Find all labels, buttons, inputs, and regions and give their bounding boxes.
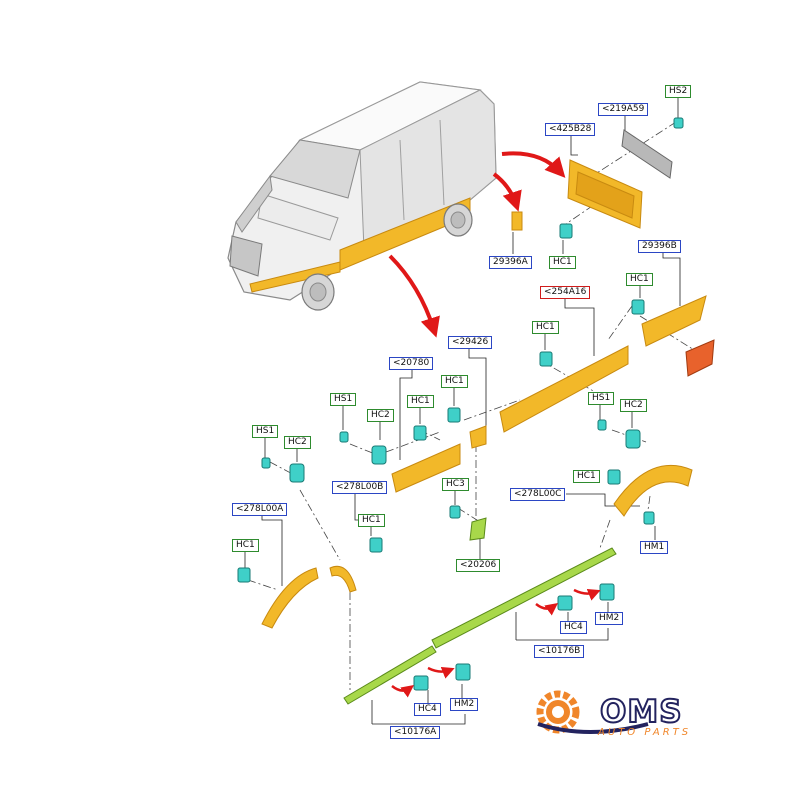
clip-icon bbox=[339, 431, 349, 443]
label-hc2-mid: HC2 bbox=[367, 409, 394, 422]
label-hc4-right: HC4 bbox=[560, 621, 587, 634]
gear-icon bbox=[536, 690, 649, 734]
label-hc3: HC3 bbox=[442, 478, 469, 491]
label-hs1-mid: HS1 bbox=[330, 393, 357, 406]
van-illustration bbox=[227, 81, 497, 311]
label-29426: <29426 bbox=[448, 336, 493, 349]
clip-icon bbox=[599, 583, 615, 601]
clip-icon bbox=[237, 567, 251, 583]
clip-icon bbox=[539, 351, 553, 367]
clip-icon bbox=[625, 429, 641, 449]
label-hc1-278l00a: HC1 bbox=[232, 539, 259, 552]
clip-icon bbox=[673, 117, 684, 129]
oms-logo bbox=[536, 690, 649, 734]
clip-icon bbox=[631, 299, 645, 315]
label-hc2-right: HC2 bbox=[620, 399, 647, 412]
label-278l00c: <278L00C bbox=[510, 488, 566, 501]
label-hm2-right: HM2 bbox=[595, 612, 624, 625]
label-hc1-278l00c: HC1 bbox=[573, 470, 600, 483]
label-hc1-tail: HC1 bbox=[549, 256, 576, 269]
label-29396a: 29396A bbox=[489, 256, 532, 269]
label-219a59: <219A59 bbox=[598, 103, 649, 116]
label-hs1-right: HS1 bbox=[588, 392, 615, 405]
label-hs1-left: HS1 bbox=[252, 425, 279, 438]
label-278l00a: <278L00A bbox=[232, 503, 288, 516]
label-29396b: 29396B bbox=[638, 240, 681, 253]
label-hs2: HS2 bbox=[665, 85, 692, 98]
clip-icon bbox=[643, 511, 655, 525]
label-20206: <20206 bbox=[456, 559, 501, 572]
body-parts bbox=[261, 129, 715, 705]
label-278l00b: <278L00B bbox=[332, 481, 388, 494]
label-254a16: <254A16 bbox=[540, 286, 591, 299]
install-arrows bbox=[391, 588, 601, 698]
label-hc1-254a16: HC1 bbox=[532, 321, 559, 334]
label-20780: <20780 bbox=[389, 357, 434, 370]
clip-icon bbox=[371, 445, 387, 465]
clip-icon bbox=[413, 425, 427, 441]
label-10176b: <10176B bbox=[534, 645, 585, 658]
logo-name: OMS bbox=[599, 693, 683, 731]
label-hm1: HM1 bbox=[640, 541, 669, 554]
clip-icon bbox=[369, 537, 383, 553]
label-hc1-278l00b: HC1 bbox=[358, 514, 385, 527]
clip-icon bbox=[289, 463, 305, 483]
label-hc1-29426: HC1 bbox=[441, 375, 468, 388]
label-10176a: <10176A bbox=[390, 726, 441, 739]
pointer-arrows bbox=[388, 151, 566, 338]
label-425b28: <425B28 bbox=[545, 123, 596, 136]
clip-icon bbox=[557, 595, 573, 611]
clip-icon bbox=[607, 469, 621, 485]
clips bbox=[237, 117, 684, 691]
label-hc1-mid: HC1 bbox=[407, 395, 434, 408]
clip-icon bbox=[455, 663, 471, 681]
label-hc4-left: HC4 bbox=[414, 703, 441, 716]
clip-icon bbox=[413, 675, 429, 691]
label-hc2-left: HC2 bbox=[284, 436, 311, 449]
clip-icon bbox=[559, 223, 573, 239]
clip-icon bbox=[597, 419, 607, 431]
logo-tagline: AUTO PARTS bbox=[598, 727, 692, 738]
label-hc1-29396b: HC1 bbox=[626, 273, 653, 286]
clip-icon bbox=[449, 505, 461, 519]
clip-icon bbox=[447, 407, 461, 423]
clip-icon bbox=[261, 457, 271, 469]
label-hm2-left: HM2 bbox=[450, 698, 479, 711]
